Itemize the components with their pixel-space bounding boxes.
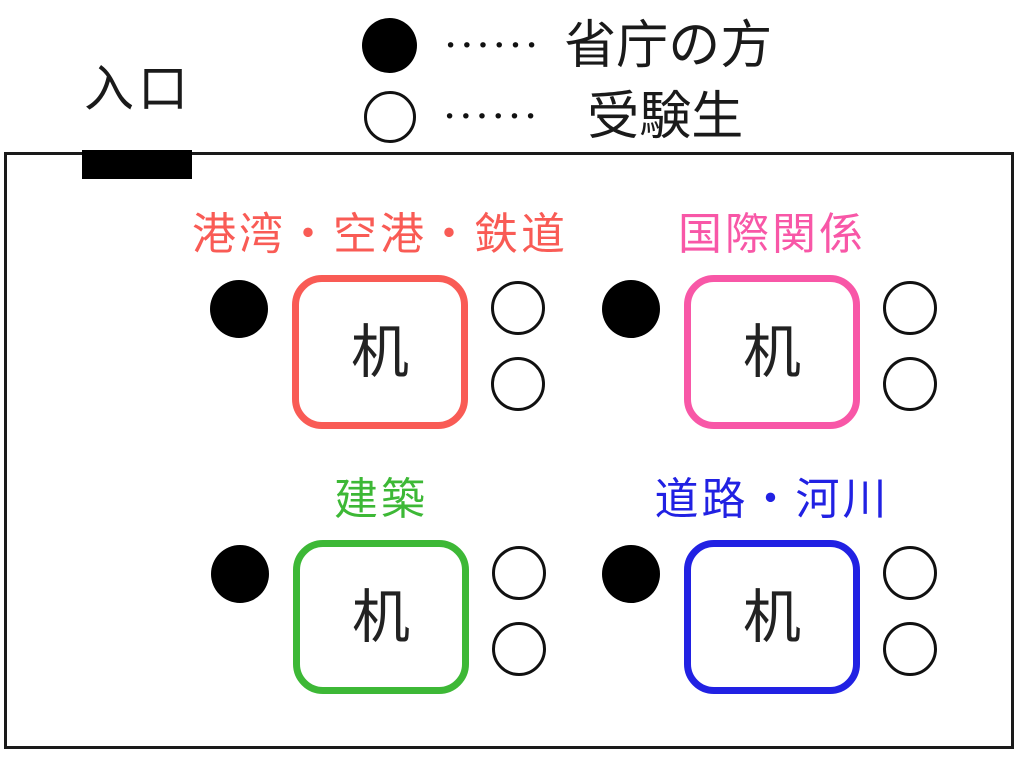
desk-text: 机 [742,583,801,651]
desk-category-label: 建築 [334,474,428,525]
legend: •••••• 省庁の方 •••••• 受験生 [362,10,772,152]
ministry-person-circle [602,280,660,338]
examinee-circle [883,546,937,600]
legend-dots: •••••• [445,34,543,57]
legend-row-examinee: •••••• 受験生 [362,81,772,152]
entrance-marker [82,150,192,179]
desk: 机 [292,275,468,429]
examinee-circle [883,357,937,411]
examinee-circle [883,622,937,676]
desk-category-label: 国際関係 [678,209,866,260]
filled-circle-icon [362,18,417,73]
desk-group-roads-rivers: 道路・河川 机 [602,478,942,728]
open-circle-icon [364,90,416,143]
examinee-circle [491,357,545,411]
desk-text: 机 [351,583,410,651]
legend-label-examinee: 受験生 [587,86,744,147]
desk-category-label: 港湾・空港・鉄道 [192,209,568,260]
legend-row-ministry: •••••• 省庁の方 [362,10,772,81]
ministry-person-circle [211,545,269,603]
legend-label-ministry: 省庁の方 [564,15,773,76]
examinee-circle [883,281,937,335]
examinee-circle [491,281,545,335]
desk: 机 [684,275,860,429]
desk-text: 机 [742,318,801,386]
legend-dots: •••••• [444,105,542,128]
desk-group-ports-airports-railways: 港湾・空港・鉄道 机 [192,213,565,463]
desk-group-international-relations: 国際関係 机 [602,213,942,463]
ministry-person-circle [210,280,268,338]
desk-text: 机 [350,318,409,386]
ministry-person-circle [602,545,660,603]
examinee-circle [492,622,546,676]
examinee-circle [492,546,546,600]
desk: 机 [293,540,469,694]
desk-group-architecture: 建築 机 [211,478,551,728]
desk: 机 [684,540,860,694]
entrance-label: 入口 [84,60,192,118]
desk-category-label: 道路・河川 [654,474,890,525]
